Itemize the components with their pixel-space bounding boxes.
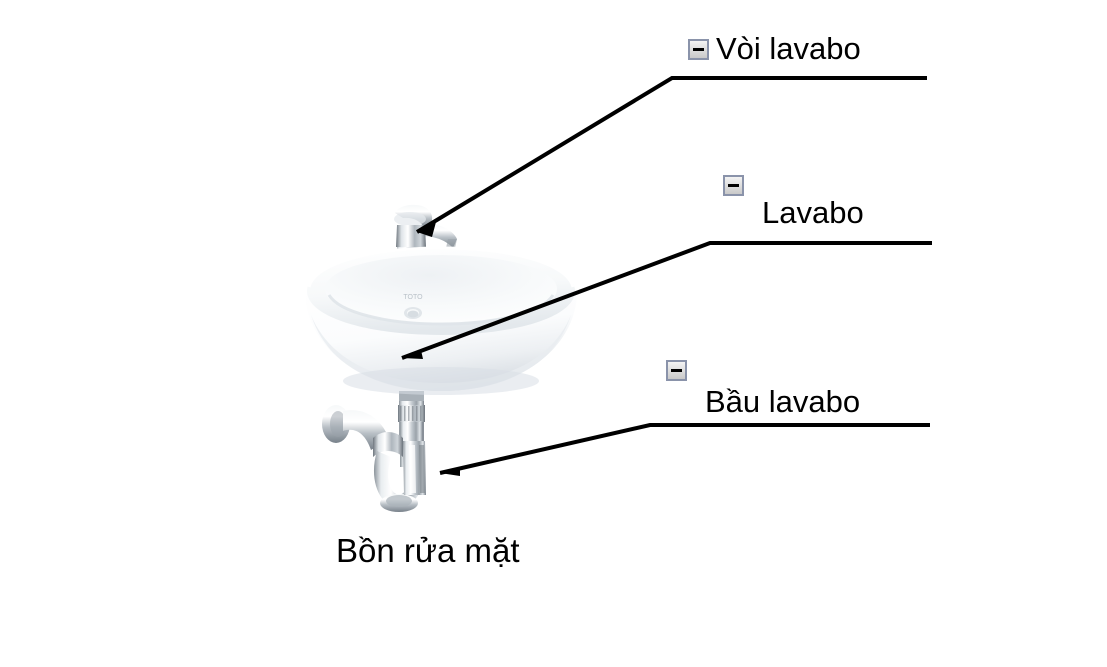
brand-mark: TOTO [403,294,423,301]
minus-bar-icon [728,184,739,187]
minus-bar-icon [693,48,704,51]
callout-label-lavabo: Lavabo [762,195,864,230]
figure-caption: Bồn rửa mặt [336,532,520,569]
minus-box-icon-bau-lavabo[interactable] [666,360,687,381]
minus-bar-icon [671,369,682,372]
minus-box-icon-voi-lavabo[interactable] [688,39,709,60]
p-trap-graphic [322,391,426,512]
wash-basin-illustration: TOTO [285,195,595,520]
callout-label-bau-lavabo: Bầu lavabo [705,384,861,419]
minus-box-icon-lavabo[interactable] [723,175,744,196]
basin-graphic: TOTO [305,246,577,395]
callout-label-voi-lavabo: Vòi lavabo [716,31,861,66]
